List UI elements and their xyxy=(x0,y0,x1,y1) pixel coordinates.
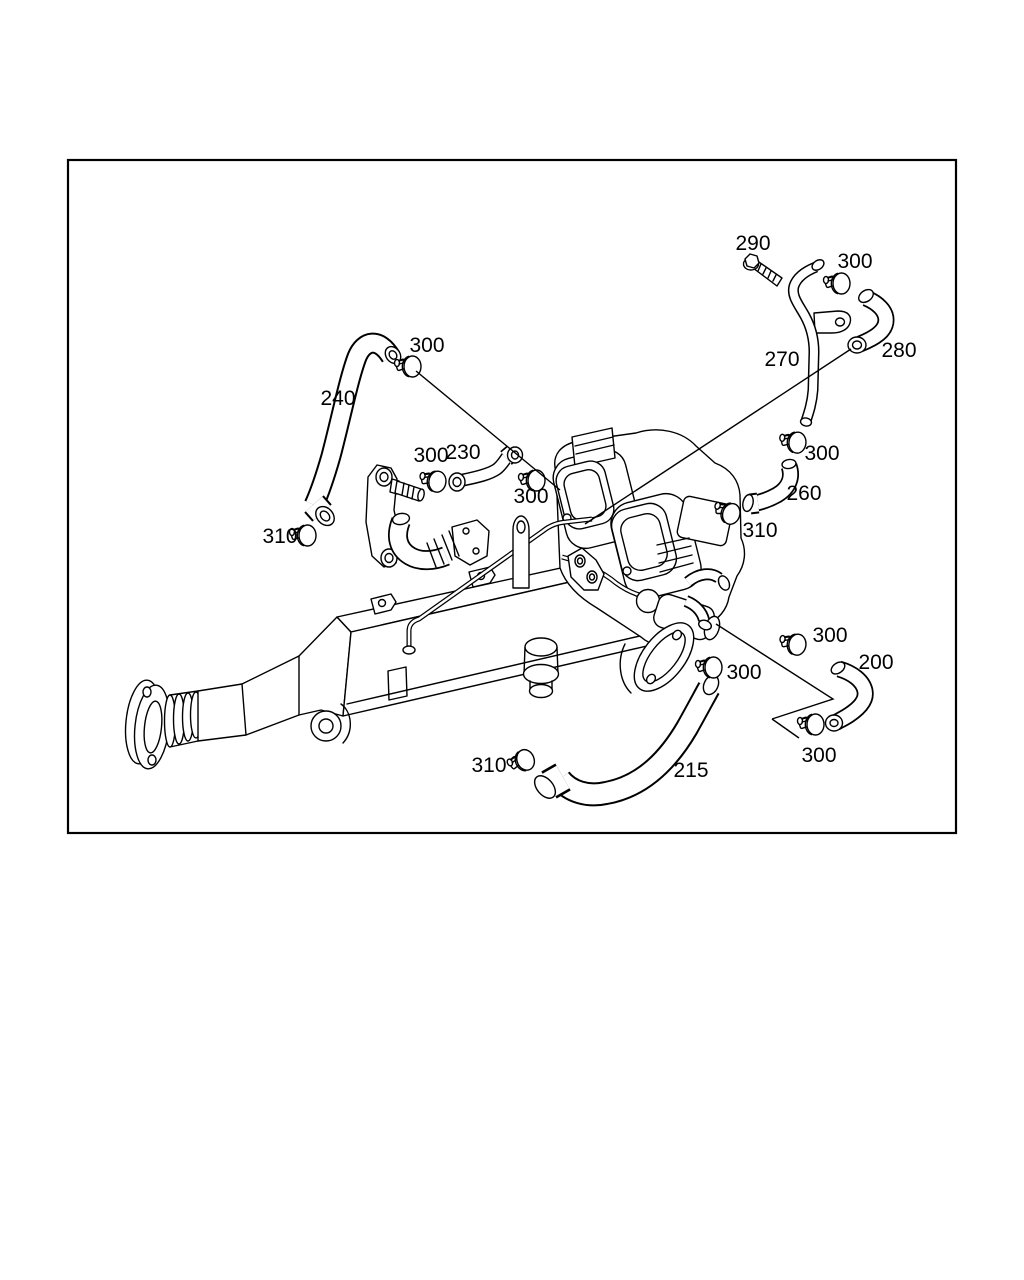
part-label-310: 310 xyxy=(471,754,506,777)
part-label-310: 310 xyxy=(262,525,297,548)
leader-lines xyxy=(415,348,852,739)
hose-240 xyxy=(304,332,402,527)
nipple-fitting xyxy=(389,478,425,502)
part-label-310: 310 xyxy=(742,519,777,542)
vacuum-pipe xyxy=(402,516,593,655)
part-label-270: 270 xyxy=(764,348,799,371)
hose-280 xyxy=(847,288,895,354)
labels-layer: 2903002802703002403002303003002603103103… xyxy=(262,232,916,782)
egr-valve-assembly xyxy=(619,568,731,694)
hose-230 xyxy=(448,446,524,492)
rubber-mount xyxy=(522,637,560,699)
part-label-300: 300 xyxy=(801,744,836,767)
hose-215 xyxy=(533,674,720,807)
front-pipe-flange xyxy=(124,679,171,770)
hose-260 xyxy=(742,458,799,515)
hose-200 xyxy=(824,660,874,732)
part-label-215: 215 xyxy=(673,759,708,782)
pipe-ring xyxy=(310,703,351,744)
egr-valve-housing xyxy=(552,427,746,646)
leader-line xyxy=(584,348,852,525)
pipe-270 xyxy=(787,259,852,427)
part-label-230: 230 xyxy=(445,441,480,464)
elbow-pipe xyxy=(388,512,490,571)
part-label-260: 260 xyxy=(786,482,821,505)
leader-line xyxy=(415,370,561,491)
part-label-240: 240 xyxy=(320,387,355,410)
part-label-300: 300 xyxy=(804,442,839,465)
part-label-280: 280 xyxy=(881,339,916,362)
pipe-bellows xyxy=(163,690,203,748)
part-label-300: 300 xyxy=(837,250,872,273)
part-label-300: 300 xyxy=(413,444,448,467)
strap-bracket xyxy=(512,515,530,589)
leader-line xyxy=(715,623,835,720)
inlet-duct xyxy=(197,616,352,742)
part-label-200: 200 xyxy=(858,651,893,674)
bolt-290 xyxy=(742,253,783,287)
part-label-300: 300 xyxy=(812,624,847,647)
leader-line xyxy=(771,718,800,739)
part-label-290: 290 xyxy=(735,232,770,255)
assembly xyxy=(124,253,895,807)
part-label-300: 300 xyxy=(513,485,548,508)
part-label-300: 300 xyxy=(726,661,761,684)
part-label-300: 300 xyxy=(409,334,444,357)
